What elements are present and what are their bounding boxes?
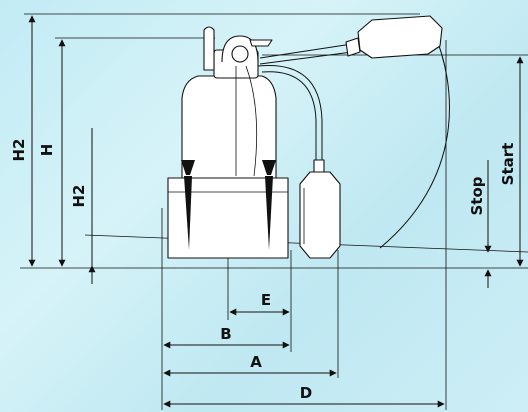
pump-strap-right — [245, 65, 258, 177]
stop-label: Stop — [468, 176, 486, 215]
pump-lever — [249, 39, 273, 47]
pump-handle — [203, 26, 215, 71]
e-label: E — [261, 291, 271, 309]
float-hanging-cap — [313, 159, 325, 173]
start-label: Start — [499, 143, 517, 186]
float-switch-raised — [259, 15, 443, 65]
pump-rib-right — [265, 176, 273, 250]
float-arm-bottom — [259, 51, 353, 65]
pump-rib-left — [184, 176, 192, 250]
float-hanging-body — [299, 171, 341, 259]
pump-clip-left — [181, 160, 195, 175]
vertical-dimensions — [28, 15, 524, 288]
float-raised-body — [357, 15, 443, 59]
float-swing-arc — [379, 27, 450, 249]
float-cable-lower-inner — [261, 71, 317, 162]
b-label: B — [220, 325, 231, 343]
pump — [167, 26, 289, 259]
pump-outlet-ring — [231, 45, 249, 63]
horizontal-dimensions — [163, 308, 445, 408]
float-raised-cap — [345, 37, 361, 57]
float-cable-lower — [257, 64, 323, 162]
h2-inner-label: H2 — [70, 185, 88, 208]
h-label: H — [38, 144, 56, 157]
d-label: D — [300, 384, 312, 402]
h2-left-label: H2 — [10, 139, 28, 162]
float-arm-top — [259, 43, 353, 59]
pump-motor-housing — [181, 75, 277, 179]
float-switch-hanging — [299, 159, 341, 259]
pump-clip-right — [262, 160, 276, 175]
a-label: A — [250, 353, 262, 371]
